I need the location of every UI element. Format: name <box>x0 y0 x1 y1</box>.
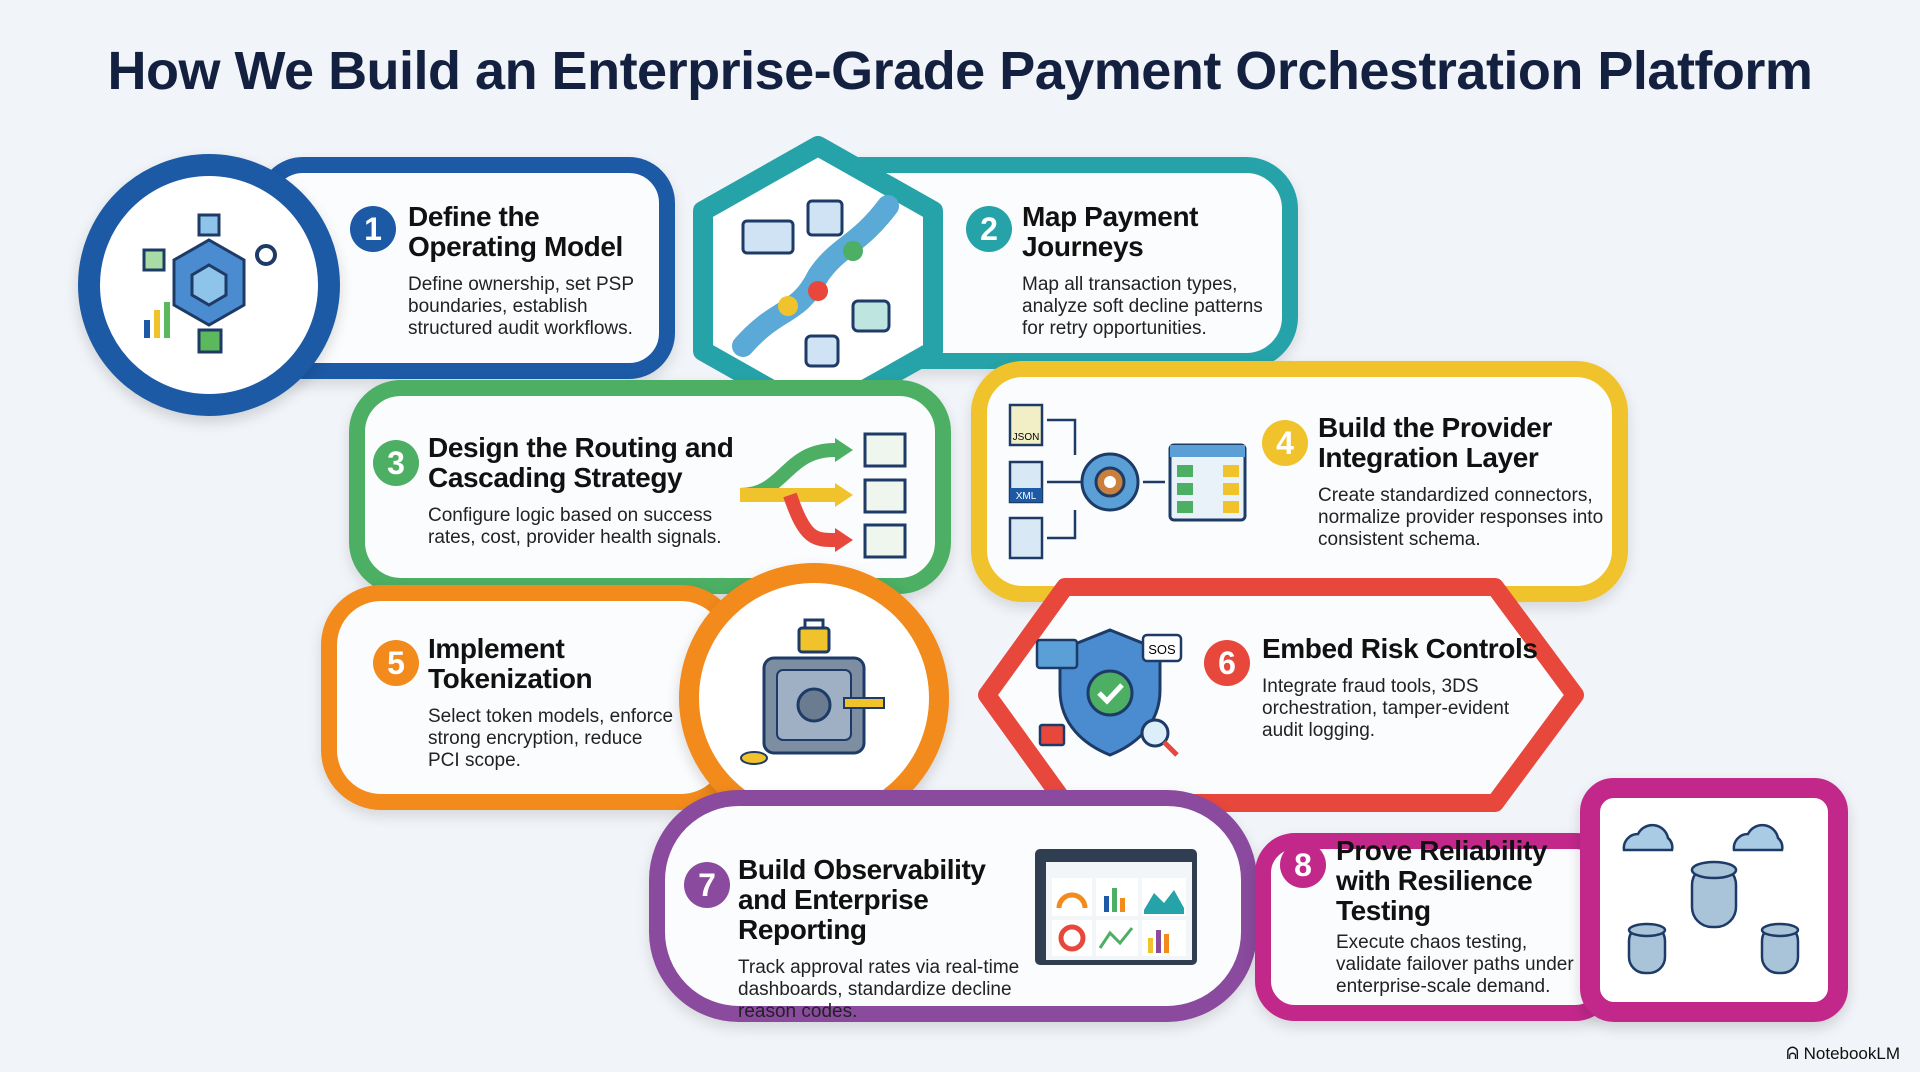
step-7-body: Track approval rates via real-time dashb… <box>738 957 1020 1022</box>
step-1-number: 1 <box>350 206 396 252</box>
step-6-body: Integrate fraud tools, 3DS orchestration… <box>1262 676 1510 741</box>
step-2-title: Map Payment Journeys <box>1022 201 1199 262</box>
hub-network-icon <box>142 213 277 354</box>
step-5-number: 5 <box>373 640 419 686</box>
shield-check-icon: SOS <box>1035 628 1183 757</box>
step-1-badge <box>78 154 340 416</box>
step-2-number: 2 <box>966 206 1012 252</box>
step-7-number: 7 <box>684 862 730 908</box>
page-title: How We Build an Enterprise-Grade Payment… <box>107 41 1813 101</box>
notebooklm-logo: ᕱ NotebookLM <box>1786 1044 1900 1064</box>
journey-map-icon <box>732 195 899 368</box>
step-2-body: Map all transaction types, analyze soft … <box>1022 274 1263 339</box>
step-6-number: 6 <box>1204 640 1250 686</box>
step-4-body: Create standardized connectors, normaliz… <box>1318 485 1604 550</box>
step-3-title: Design the Routing and Cascading Strateg… <box>428 432 734 493</box>
step-4-number: 4 <box>1262 420 1308 466</box>
vault-icon <box>740 618 885 765</box>
step-1-body: Define ownership, set PSP boundaries, es… <box>408 274 634 339</box>
step-8-number: 8 <box>1280 842 1326 888</box>
footer-brand: NotebookLM <box>1803 1044 1900 1063</box>
step-8-body: Execute chaos testing, validate failover… <box>1336 932 1574 997</box>
step-3-number: 3 <box>373 440 419 486</box>
step-4-title: Build the Provider Integration Layer <box>1318 412 1552 473</box>
step-8-badge <box>1580 778 1848 1022</box>
sos-label: SOS <box>1148 642 1176 657</box>
routing-arrows-icon <box>739 432 907 559</box>
notebooklm-icon: ᕱ <box>1786 1044 1804 1063</box>
dashboard-icon <box>1035 849 1197 965</box>
integration-gear-icon: JSON XML <box>1008 403 1247 560</box>
cloud-database-icon <box>1622 823 1800 975</box>
xml-label: XML <box>1016 491 1037 502</box>
step-5-body: Select token models, enforce strong encr… <box>428 706 674 771</box>
step-3-body: Configure logic based on success rates, … <box>428 505 722 548</box>
step-7-title: Build Observability and Enterprise Repor… <box>738 854 986 945</box>
json-label: JSON <box>1013 432 1040 443</box>
step-1-title: Define the Operating Model <box>408 201 623 262</box>
step-5-title: Implement Tokenization <box>428 633 593 694</box>
step-6-title: Embed Risk Controls <box>1262 633 1538 664</box>
step-8-title: Prove Reliability with Resilience Testin… <box>1336 835 1548 926</box>
